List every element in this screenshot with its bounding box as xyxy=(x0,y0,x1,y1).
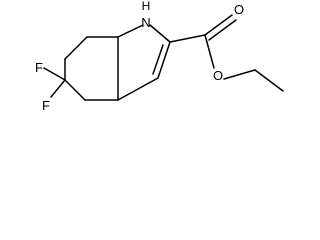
bond-c5-f-upper xyxy=(43,67,66,81)
atom-nh-nitrogen: N xyxy=(141,15,150,30)
bond-c5-f-lower xyxy=(50,79,66,98)
atom-ester-oxygen: O xyxy=(213,68,223,83)
bond-ring6-upper-left xyxy=(64,36,88,60)
bond-c2-carbonyl xyxy=(169,34,206,43)
bond-ch2-ch3 xyxy=(254,69,284,92)
atom-fluorine-lower: F xyxy=(42,98,50,113)
bond-c2-c3-double xyxy=(152,44,164,75)
atom-fluorine-upper: F xyxy=(35,60,43,75)
atom-nh-hydrogen: H xyxy=(142,0,151,13)
atom-carbonyl-oxygen: O xyxy=(234,2,244,17)
bond-carbonyl-double-2 xyxy=(208,19,237,41)
bond-ring6-lower-left xyxy=(64,79,86,101)
bond-c7a-n xyxy=(117,24,144,38)
bond-c2-c3 xyxy=(157,41,171,79)
molecule-structure: H N F F O O xyxy=(35,0,284,113)
bond-c3-c3a xyxy=(117,77,159,101)
bond-n-c2 xyxy=(149,24,171,43)
bond-carbonyl-ester-o xyxy=(204,34,215,69)
bond-o-ch2 xyxy=(223,69,256,80)
bond-carbonyl-double-1 xyxy=(204,14,233,36)
